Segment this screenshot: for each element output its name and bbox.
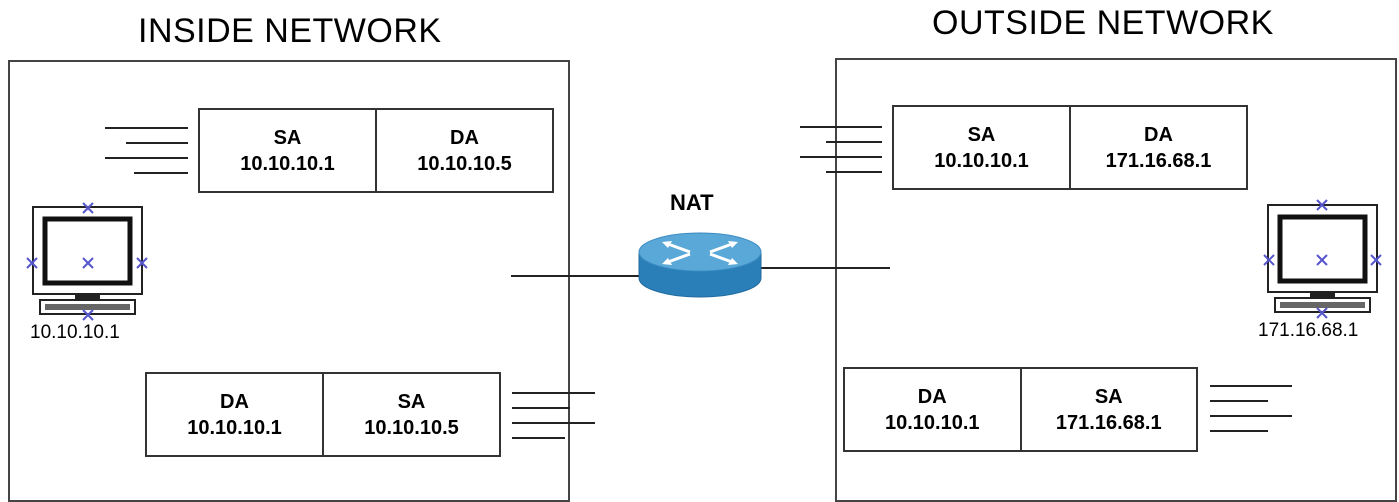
packet-field-da: DA 10.10.10.1 xyxy=(147,374,322,455)
field-address: 10.10.10.5 xyxy=(364,416,459,439)
packet-field-sa: SA 10.10.10.1 xyxy=(894,107,1069,188)
inside-host-label: 10.10.10.1 xyxy=(30,322,120,343)
field-name: SA xyxy=(397,390,426,413)
outside-outgoing-motion-lines xyxy=(800,126,882,173)
outside-computer-icon xyxy=(1263,199,1382,319)
inside-network-title: INSIDE NETWORK xyxy=(138,12,442,50)
packet-field-da: DA 171.16.68.1 xyxy=(1069,107,1246,188)
field-address: 10.10.10.1 xyxy=(884,411,980,434)
field-name: SA xyxy=(273,126,302,149)
field-address: 10.10.10.1 xyxy=(934,149,1029,172)
outside-network-title: OUTSIDE NETWORK xyxy=(932,4,1274,42)
field-name: SA xyxy=(1094,385,1123,408)
packet-field-sa: SA 10.10.10.5 xyxy=(322,374,499,455)
field-name: DA xyxy=(1144,123,1173,146)
field-address: 171.16.68.1 xyxy=(1105,149,1212,172)
nat-label: NAT xyxy=(670,190,714,215)
field-address: 171.16.68.1 xyxy=(1055,411,1162,434)
field-address: 10.10.10.1 xyxy=(187,416,282,439)
motion-lines xyxy=(105,126,1292,439)
packet-field-da: DA 10.10.10.5 xyxy=(375,110,552,191)
inside-outgoing-packet: SA 10.10.10.1 DA 10.10.10.5 xyxy=(198,108,554,193)
field-address: 10.10.10.1 xyxy=(240,152,335,175)
inside-outgoing-motion-lines xyxy=(105,127,188,174)
field-name: DA xyxy=(450,126,479,149)
packet-field-sa: SA 171.16.68.1 xyxy=(1019,369,1197,450)
outside-return-motion-lines xyxy=(1210,385,1292,432)
field-name: DA xyxy=(220,390,249,413)
field-address: 10.10.10.5 xyxy=(417,152,512,175)
inside-return-motion-lines xyxy=(512,392,595,439)
field-name: SA xyxy=(967,123,996,146)
outside-outgoing-packet: SA 10.10.10.1 DA 171.16.68.1 xyxy=(892,105,1248,190)
field-name: DA xyxy=(917,385,947,408)
inside-computer-icon xyxy=(26,202,148,321)
packet-field-da: DA 10.10.10.1 xyxy=(845,369,1020,450)
outside-return-packet: DA 10.10.10.1 SA 171.16.68.1 xyxy=(843,367,1198,452)
router-icon xyxy=(638,232,762,298)
outside-host-label: 171.16.68.1 xyxy=(1258,320,1359,341)
inside-return-packet: DA 10.10.10.1 SA 10.10.10.5 xyxy=(145,372,501,457)
packet-field-sa: SA 10.10.10.1 xyxy=(200,110,375,191)
